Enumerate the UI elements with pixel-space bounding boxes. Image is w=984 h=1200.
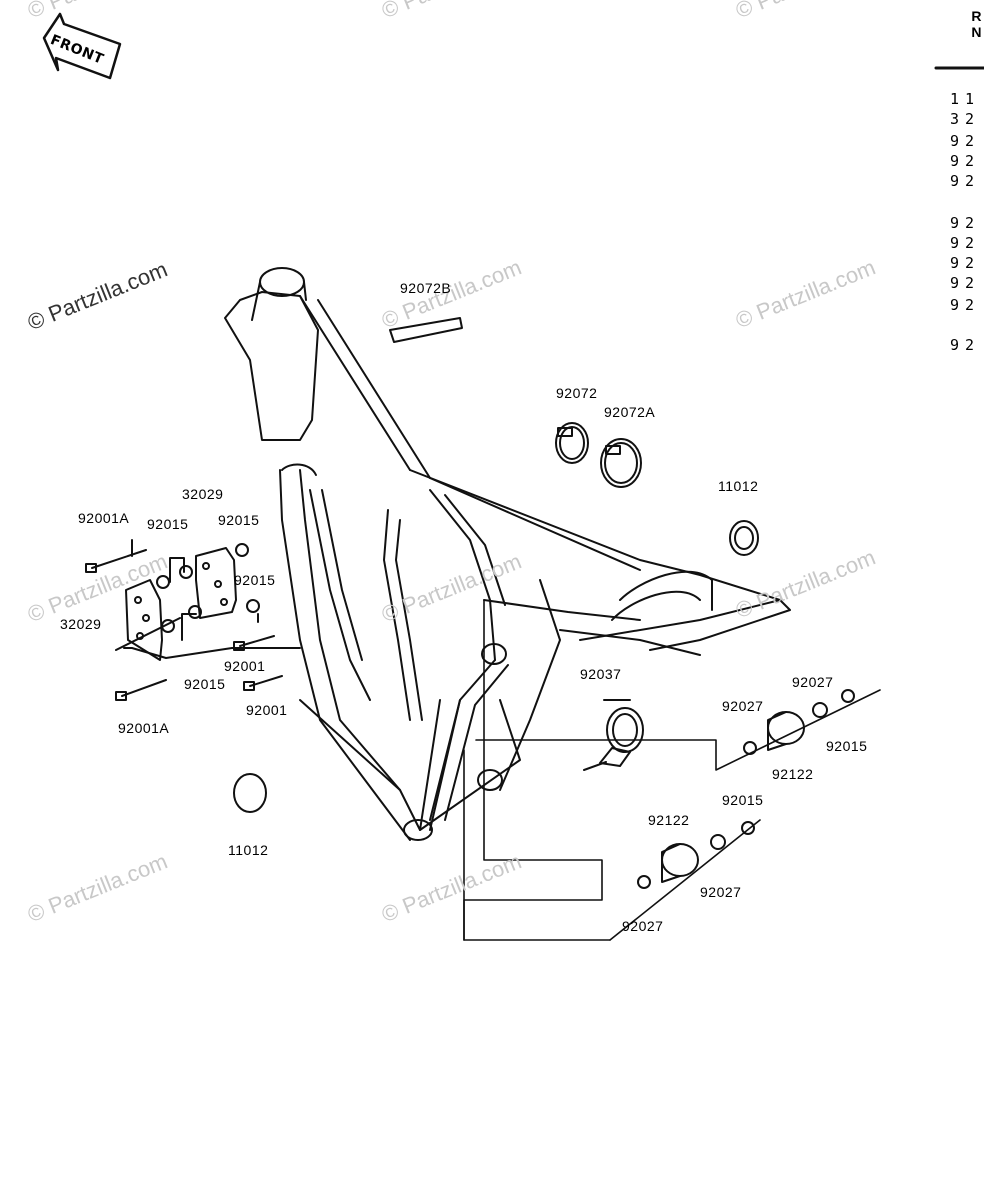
list-code: 92 (949, 254, 980, 272)
part-label-92122-lower: 92122 (648, 812, 690, 828)
list-code: 92 (949, 234, 980, 252)
part-92037-clamp (583, 699, 644, 771)
part-label-92027-a: 92027 (792, 674, 834, 690)
part-label-92001-a: 92001 (224, 658, 266, 674)
list-header-r: R (971, 8, 982, 24)
part-92001a-bolt-upper (85, 549, 147, 573)
list-code: 11 (949, 90, 980, 108)
front-arrow-icon (42, 12, 122, 80)
frame-lower-cradle (299, 659, 521, 831)
part-32029-plate-rear (195, 547, 237, 619)
part-92072-clamp (555, 422, 589, 464)
part-label-92015-b: 92015 (218, 512, 260, 528)
frame-center-tubes (383, 489, 641, 791)
list-code: 92 (949, 214, 980, 232)
frame-down-tubes (279, 463, 411, 841)
part-label-92015-d: 92015 (184, 676, 226, 692)
part-label-92015-a: 92015 (147, 516, 189, 532)
part-label-92027-d: 92027 (622, 918, 664, 934)
part-label-11012-lower: 11012 (228, 842, 269, 858)
part-92122-bushing-upper (767, 711, 805, 751)
part-92072a-clamp (600, 438, 642, 488)
list-code: 92 (949, 296, 980, 314)
part-label-92001-b: 92001 (246, 702, 288, 718)
part-11012-cap-lower (233, 773, 267, 813)
part-label-92015-e: 92015 (826, 738, 868, 754)
part-label-92001a-upper: 92001A (78, 510, 130, 526)
part-label-32029-upper: 32029 (182, 486, 224, 502)
part-11012-cap-upper (729, 520, 759, 556)
frame-top-tube (299, 295, 781, 601)
part-92072b (389, 317, 463, 343)
list-code: 92 (949, 274, 980, 292)
part-label-92037: 92037 (580, 666, 622, 682)
list-header-n: N (971, 24, 982, 40)
part-label-92072a: 92072A (604, 404, 656, 420)
part-label-92122-upper: 92122 (772, 766, 814, 782)
frame-rear-loop (559, 570, 791, 656)
part-label-92015-c: 92015 (234, 572, 276, 588)
list-code: 92 (949, 172, 980, 190)
part-label-92072b: 92072B (400, 280, 452, 296)
part-label-92001a-lower: 92001A (118, 720, 170, 736)
part-92001-bolt-a (233, 635, 275, 651)
list-code: 92 (949, 152, 980, 170)
list-code: 92 (949, 132, 980, 150)
part-label-92015-f: 92015 (722, 792, 764, 808)
list-code: 92 (949, 336, 980, 354)
part-label-92027-b: 92027 (722, 698, 764, 714)
list-code: 32 (949, 110, 980, 128)
part-92122-bushing-lower (661, 843, 699, 883)
part-92001a-bolt-lower (115, 679, 167, 701)
part-label-11012-upper: 11012 (718, 478, 759, 494)
part-label-32029-lower: 32029 (60, 616, 102, 632)
steering-head (224, 267, 319, 441)
part-label-92027-c: 92027 (700, 884, 742, 900)
part-label-92072: 92072 (556, 385, 598, 401)
part-92001-bolt-b (243, 675, 283, 691)
